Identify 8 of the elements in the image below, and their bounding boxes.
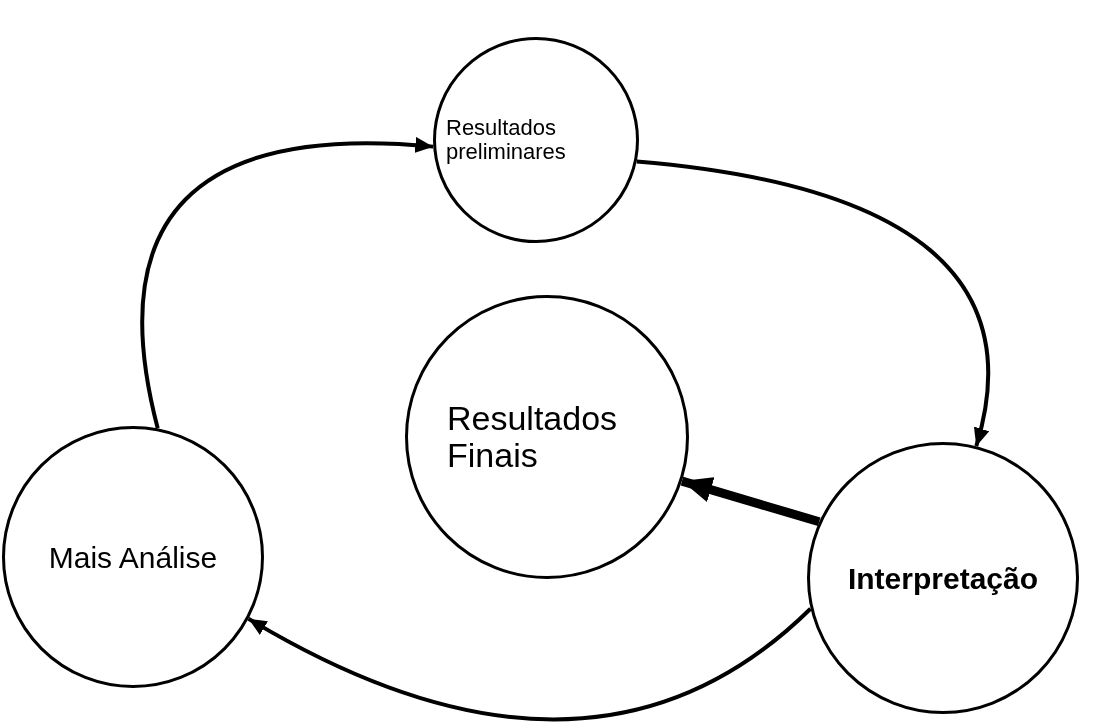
node-label: Resultados preliminares	[446, 115, 567, 165]
arrow	[247, 607, 812, 722]
arrow	[140, 137, 434, 429]
node-label: Resultados Finais	[447, 399, 619, 475]
arrow	[680, 476, 821, 527]
arrow	[636, 159, 991, 447]
node-label: Interpretação	[847, 561, 1039, 595]
node-label: Mais Análise	[48, 540, 218, 574]
